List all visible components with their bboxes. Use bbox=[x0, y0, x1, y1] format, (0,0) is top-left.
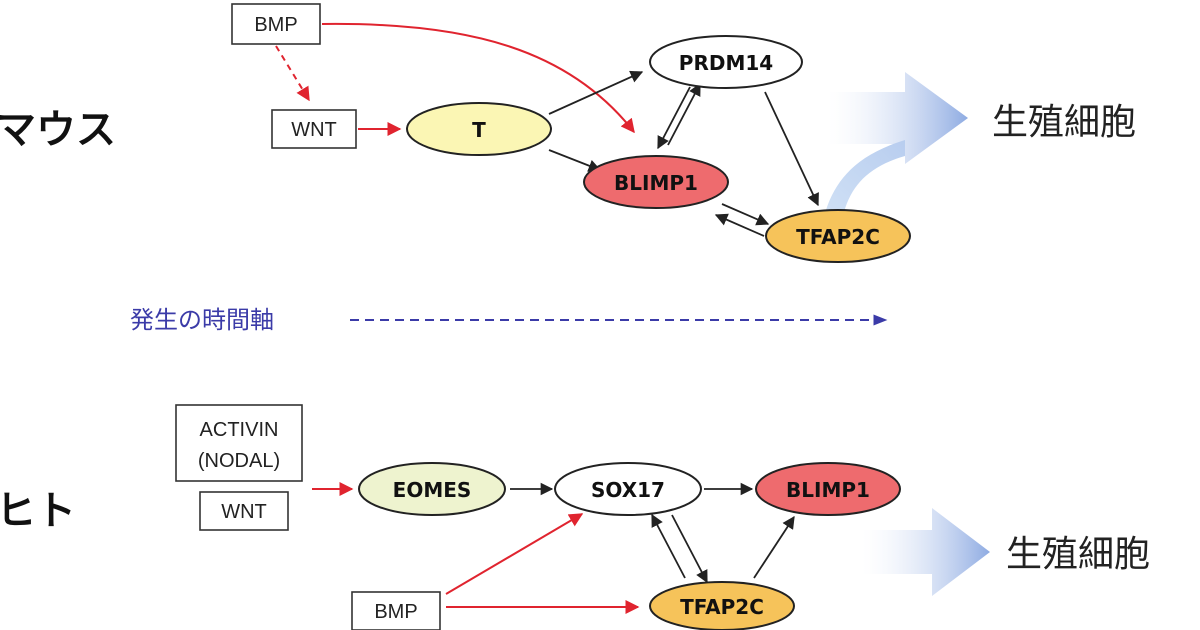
edge-bmp-to-blimp1-mouse bbox=[321, 22, 635, 134]
edge-blimp1-to-tfap2c-mouse bbox=[721, 203, 770, 226]
activin-label-line2: (NODAL) bbox=[198, 450, 280, 472]
germ-cell-big-arrow-mouse bbox=[828, 72, 968, 164]
germ-cell-curve-arrow-mouse bbox=[826, 140, 905, 212]
node-blimp1-mouse bbox=[583, 155, 729, 209]
edge-t-to-prdm14-mouse bbox=[548, 70, 644, 115]
germ-cell-label-mouse: 生殖細胞 bbox=[992, 102, 1136, 143]
bmp-box-mouse bbox=[231, 3, 321, 45]
edge-tfap2c-to-blimp1-human bbox=[753, 515, 795, 579]
node-t-mouse bbox=[406, 102, 552, 156]
species-label-human: ヒト bbox=[0, 488, 76, 534]
edge-bmp-to-sox17-human bbox=[445, 513, 584, 595]
node-eomes-human bbox=[358, 462, 506, 516]
wnt-box-mouse bbox=[271, 109, 357, 149]
germ-cell-big-arrow-human bbox=[862, 508, 990, 596]
node-tfap2c-label-mouse: TFAP2C bbox=[796, 225, 880, 249]
activin-label-line1: ACTIVIN bbox=[200, 419, 279, 441]
node-blimp1-human bbox=[755, 462, 901, 516]
edge-t-to-blimp1-mouse bbox=[548, 149, 602, 172]
node-prdm14-label-mouse: PRDM14 bbox=[679, 51, 773, 75]
wnt-label-human: WNT bbox=[221, 501, 267, 523]
node-sox17-label-human: SOX17 bbox=[591, 478, 665, 502]
node-t-label-mouse: T bbox=[472, 118, 486, 142]
species-label-mouse: マウス bbox=[0, 107, 116, 153]
edge-tfap2c-to-blimp1-mouse bbox=[714, 213, 765, 237]
node-tfap2c-human bbox=[649, 581, 795, 630]
activin-box-human bbox=[175, 404, 303, 482]
germ-cell-label-human: 生殖細胞 bbox=[1006, 534, 1150, 575]
node-eomes-label-human: EOMES bbox=[393, 478, 472, 502]
node-sox17-human bbox=[554, 462, 702, 516]
node-blimp1-label-human: BLIMP1 bbox=[786, 478, 870, 502]
node-tfap2c-label-human: TFAP2C bbox=[680, 595, 764, 619]
timeline-label: 発生の時間軸 bbox=[130, 306, 274, 334]
bmp-label-human: BMP bbox=[374, 601, 417, 623]
node-prdm14-mouse bbox=[649, 35, 803, 89]
edge-bmp-to-wnt-mouse bbox=[275, 45, 310, 102]
edge-blimp1-to-prdm14-mouse bbox=[667, 82, 701, 146]
node-tfap2c-mouse bbox=[765, 209, 911, 263]
edge-tfap2c-to-sox17-human bbox=[651, 513, 686, 579]
edge-sox17-to-tfap2c-human bbox=[671, 514, 708, 584]
bmp-label-mouse: BMP bbox=[254, 14, 297, 36]
edge-prdm14-to-tfap2c-mouse bbox=[764, 91, 819, 207]
wnt-label-mouse: WNT bbox=[291, 119, 337, 141]
edge-prdm14-to-blimp1-mouse bbox=[657, 86, 691, 150]
node-blimp1-label-mouse: BLIMP1 bbox=[614, 171, 698, 195]
wnt-box-human bbox=[199, 491, 289, 531]
bmp-box-human bbox=[351, 591, 441, 630]
